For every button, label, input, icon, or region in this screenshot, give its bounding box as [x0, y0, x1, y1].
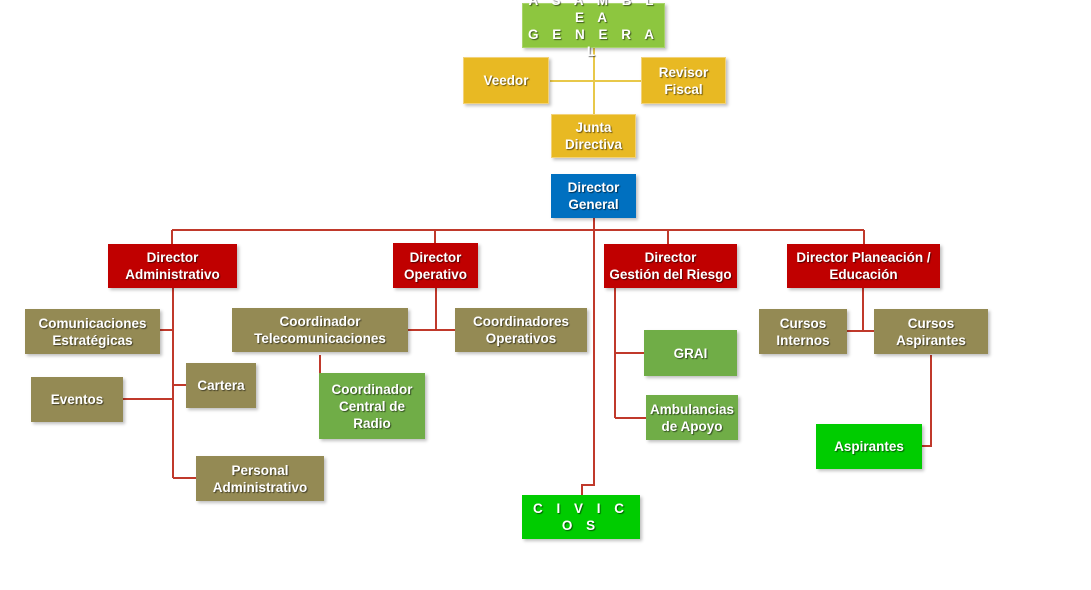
coordinador-central-radio-box: Coordinador Central de Radio: [319, 373, 425, 439]
aspirantes-box: Aspirantes: [816, 424, 922, 469]
coordinadores-operativos-box: Coordinadores Operativos: [455, 308, 587, 352]
grai-box: GRAI: [644, 330, 737, 376]
director-operativo-box: Director Operativo: [393, 243, 478, 288]
director-general-box: Director General: [551, 174, 636, 218]
veedor-box: Veedor: [463, 57, 549, 104]
cartera-box: Cartera: [186, 363, 256, 408]
director-administrativo-box: Director Administrativo: [108, 244, 237, 288]
civicos-box: C I V I C O S: [522, 495, 640, 539]
director-gestion-riesgo-box: Director Gestión del Riesgo: [604, 244, 737, 288]
eventos-box: Eventos: [31, 377, 123, 422]
ambulancias-apoyo-box: Ambulancias de Apoyo: [646, 395, 738, 440]
personal-administrativo-box: Personal Administrativo: [196, 456, 324, 501]
comunicaciones-estrategicas-box: Comunicaciones Estratégicas: [25, 309, 160, 354]
coordinador-telecomunicaciones-box: Coordinador Telecomunicaciones: [232, 308, 408, 352]
revisor-fiscal-box: Revisor Fiscal: [641, 57, 726, 104]
director-planeacion-box: Director Planeación / Educación: [787, 244, 940, 288]
junta-directiva-box: Junta Directiva: [551, 114, 636, 158]
cursos-internos-box: Cursos Internos: [759, 309, 847, 354]
asamblea-general-box: A S A M B L E A G E N E R A L: [522, 0, 665, 59]
cursos-aspirantes-box: Cursos Aspirantes: [874, 309, 988, 354]
